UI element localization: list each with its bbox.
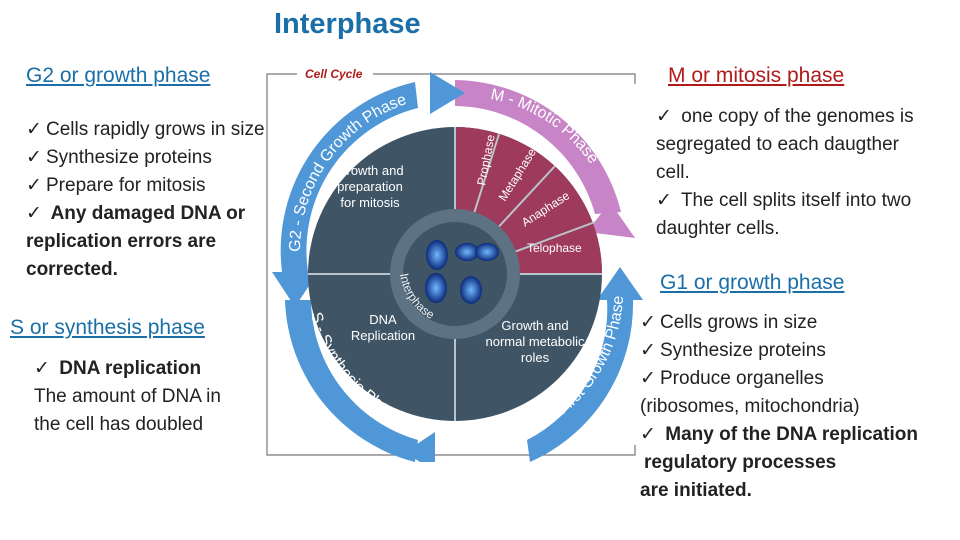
g2-item: ✓Prepare for mitosis <box>26 172 265 200</box>
page-title: Interphase <box>274 8 421 40</box>
quad-g2-line: preparation <box>337 179 403 194</box>
telophase-label: Telophase <box>527 241 582 255</box>
g1-continuation: are initiated. <box>640 480 752 501</box>
s-item: ✓ DNA replication <box>34 355 221 383</box>
g1-arrow <box>527 300 634 462</box>
g2-arrow <box>280 82 418 272</box>
m-text: segregated to each daugther <box>656 134 899 155</box>
s-text: The amount of DNA in <box>34 386 221 407</box>
g1-item: ✓Produce organelles <box>640 365 918 393</box>
bracket-frame <box>266 73 636 456</box>
g1-continuation: regulatory processes <box>644 452 837 473</box>
quad-g2-line: Growth and <box>336 163 403 178</box>
g2-continuation: corrected. <box>26 259 118 280</box>
outer-arrow-ring <box>272 82 643 462</box>
cell-icon <box>475 243 499 261</box>
quad-s-line: Replication <box>351 328 415 343</box>
g1-item: ✓Synthesize proteins <box>640 337 918 365</box>
g1-item: ✓Cells grows in size <box>640 309 918 337</box>
m-text: cell. <box>656 162 690 183</box>
quad-s-line: DNA <box>369 312 397 327</box>
m-heading: M or mitosis phase <box>668 64 845 87</box>
cell-icon <box>460 276 482 304</box>
m-item: ✓ The cell splits itself into two <box>656 187 914 215</box>
g2-item: ✓Synthesize proteins <box>26 144 265 172</box>
g1-text: (ribosomes, mitochondria) <box>640 396 860 417</box>
cell-cycle-label: Cell Cycle <box>305 67 363 81</box>
check-icon: ✓ <box>26 119 42 140</box>
m-list: ✓ one copy of the genomes is segregated … <box>656 103 914 243</box>
g1-heading: G1 or growth phase <box>660 271 845 294</box>
check-icon: ✓ <box>26 203 42 224</box>
s-arrow <box>285 300 418 462</box>
cell-icon <box>425 273 447 303</box>
quad-g1-line: normal metabolic <box>486 334 585 349</box>
check-icon: ✓ <box>26 175 42 196</box>
m-text: daughter cells. <box>656 218 780 239</box>
check-icon: ✓ <box>26 147 42 168</box>
quad-g1-line: roles <box>521 350 550 365</box>
m-arrowhead <box>430 72 465 114</box>
g2-continuation: replication errors are <box>26 231 217 252</box>
g2-item: ✓Cells rapidly grows in size <box>26 116 265 144</box>
check-icon: ✓ <box>640 340 656 361</box>
g2-arrowhead <box>272 272 318 307</box>
g2-list: ✓Cells rapidly grows in size ✓Synthesize… <box>26 116 265 284</box>
check-icon: ✓ <box>656 106 672 127</box>
mitotic-arrow <box>455 80 635 238</box>
check-icon: ✓ <box>34 358 50 379</box>
g1-item: ✓ Many of the DNA replication <box>640 421 918 449</box>
s-arrowhead <box>405 432 435 462</box>
cell-icon <box>455 243 479 261</box>
g2-heading: G2 or growth phase <box>26 64 211 87</box>
cell-icon <box>426 240 448 270</box>
s-list: ✓ DNA replication The amount of DNA in t… <box>34 355 221 439</box>
check-icon: ✓ <box>656 190 672 211</box>
check-icon: ✓ <box>640 368 656 389</box>
s-text: the cell has doubled <box>34 414 204 435</box>
m-item: ✓ one copy of the genomes is <box>656 103 914 131</box>
check-icon: ✓ <box>640 424 656 445</box>
s-heading: S or synthesis phase <box>10 316 205 339</box>
cell-cycle-diagram: Cell Cycle G2 - Second Growth Phase M - … <box>266 67 643 462</box>
check-icon: ✓ <box>640 312 656 333</box>
g1-arrowhead <box>597 267 643 300</box>
quad-g2-line: for mitosis <box>340 195 400 210</box>
g2-item: ✓ Any damaged DNA or <box>26 200 265 228</box>
g1-list: ✓Cells grows in size ✓Synthesize protein… <box>640 309 918 505</box>
quad-g1-line: Growth and <box>501 318 568 333</box>
